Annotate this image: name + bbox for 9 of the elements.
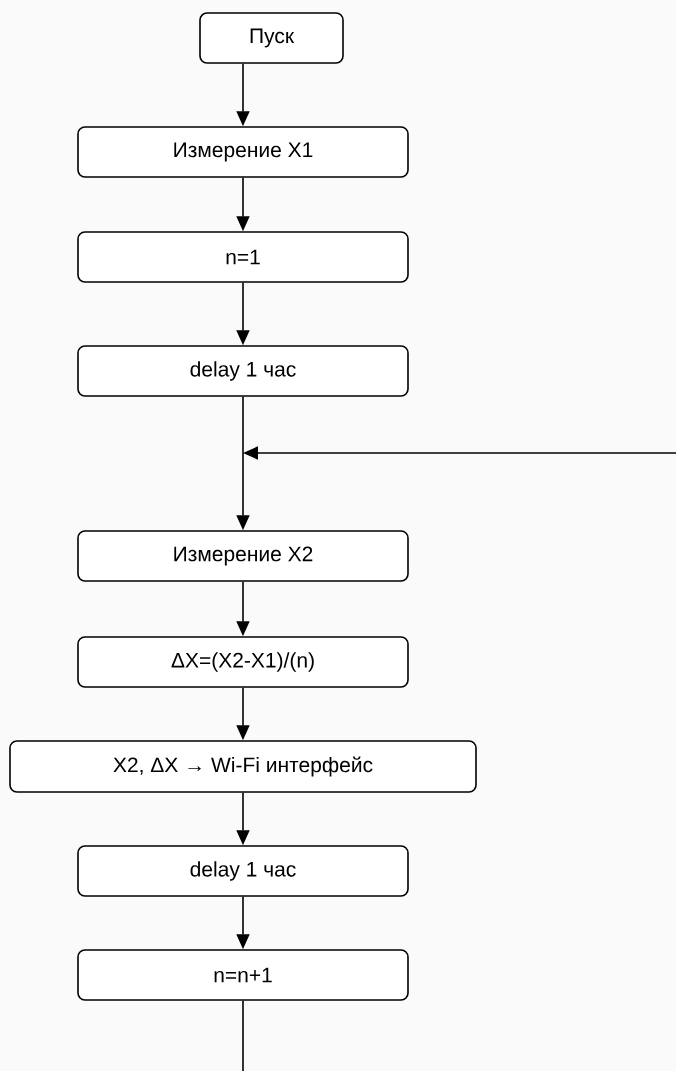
- process-box: Пуск: [199, 12, 344, 64]
- process-box: delay 1 час: [77, 845, 409, 897]
- process-box: n=n+1: [77, 949, 409, 1001]
- process-box: Измерение X2: [77, 530, 409, 582]
- process-box: n=1: [77, 231, 409, 283]
- process-box: ΔX=(X2-X1)/(n): [77, 636, 409, 688]
- process-box: delay 1 час: [77, 345, 409, 397]
- process-box: Измерение X1: [77, 126, 409, 178]
- process-box: X2, ΔX → Wi-Fi интерфейс: [9, 740, 477, 793]
